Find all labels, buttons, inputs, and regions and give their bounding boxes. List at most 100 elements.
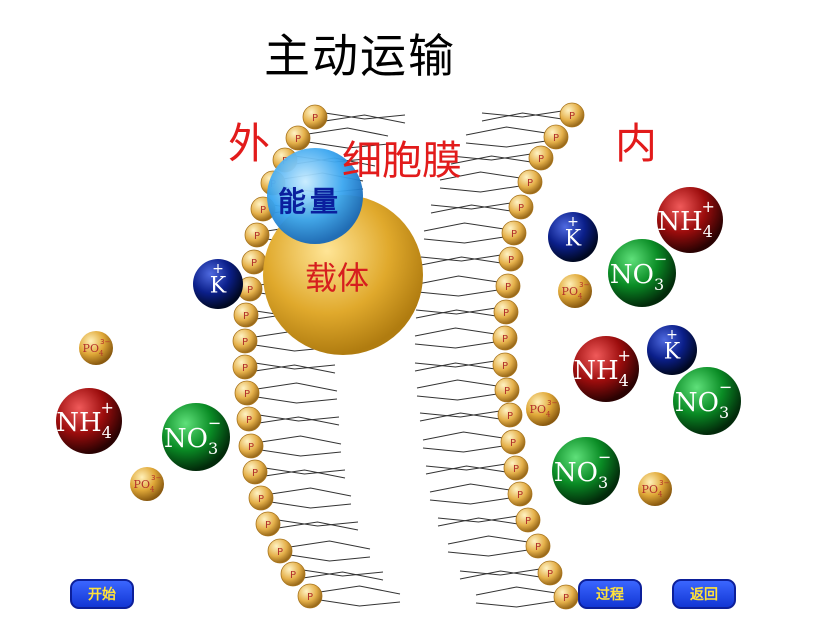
phosphate-head-label: P bbox=[511, 229, 517, 240]
ion-no3-charge: − bbox=[208, 414, 221, 433]
ion-k: K+ bbox=[193, 259, 243, 309]
lipid-tail bbox=[430, 204, 512, 214]
ion-no3: NO3− bbox=[673, 367, 741, 435]
lipid-tail bbox=[254, 364, 336, 374]
phosphate-head-label: P bbox=[295, 134, 301, 145]
phosphate-head: P bbox=[500, 429, 526, 455]
phosphate-head: P bbox=[244, 222, 270, 248]
ion-nh4: NH4+ bbox=[573, 336, 639, 402]
phosphate-head: P bbox=[495, 273, 521, 299]
lipid-tail bbox=[258, 414, 340, 422]
ion-no3-formula: NO3 bbox=[675, 388, 729, 422]
phosphate-head-label: P bbox=[290, 570, 296, 581]
lipid-tail bbox=[419, 412, 501, 422]
phosphate-head-label: P bbox=[553, 133, 559, 144]
phosphate-head: P bbox=[267, 538, 293, 564]
lipid-tail bbox=[260, 435, 342, 445]
carrier-label: 载体 bbox=[305, 259, 370, 297]
lipid-tail bbox=[439, 185, 521, 193]
lipid-tail bbox=[416, 379, 498, 389]
phosphate-head-label: P bbox=[502, 361, 508, 372]
ion-nh4-formula: NH4 bbox=[657, 207, 713, 241]
ion-no3-charge: − bbox=[654, 250, 667, 269]
back-button[interactable]: 返回 bbox=[672, 579, 736, 609]
lipid-tail bbox=[430, 202, 512, 210]
phosphate-head-label: P bbox=[547, 569, 553, 580]
ion-nh4: NH4+ bbox=[56, 388, 122, 454]
lipid-tail bbox=[423, 236, 505, 244]
phosphate-head-label: P bbox=[563, 593, 569, 604]
phosphate-head-label: P bbox=[508, 255, 514, 266]
ion-nh4-charge: + bbox=[100, 398, 113, 417]
ion-po4-charge: 3− bbox=[659, 479, 669, 487]
lipid-tail bbox=[319, 599, 401, 607]
lipid-tail bbox=[422, 445, 504, 453]
phosphate-head-label: P bbox=[252, 468, 258, 479]
lipid-tail bbox=[270, 501, 352, 509]
lipid-tail bbox=[447, 549, 529, 557]
ions: K+K+K+NO3−NO3−NO3−NO3−NH4+NH4+NH4+PO43−P… bbox=[56, 187, 741, 506]
lipid-tail bbox=[319, 585, 401, 595]
lipid-tail bbox=[419, 410, 501, 418]
ion-nh4-formula: NH4 bbox=[573, 356, 629, 390]
ion-po4-formula: PO4 bbox=[530, 403, 551, 418]
lipid-tail bbox=[425, 463, 507, 471]
lipid-tail bbox=[307, 127, 389, 137]
lipid-tail bbox=[437, 517, 519, 527]
phosphate-head-label: P bbox=[244, 389, 250, 400]
energy-sphere bbox=[267, 148, 363, 244]
phosphate-head-label: P bbox=[502, 334, 508, 345]
membrane-label: 细胞膜 bbox=[342, 138, 462, 184]
lipid-tail bbox=[475, 586, 557, 596]
lipid-tail bbox=[414, 362, 496, 372]
phosphate-head-label: P bbox=[569, 111, 575, 122]
ion-k: K+ bbox=[548, 212, 598, 262]
phosphate-head: P bbox=[232, 354, 258, 380]
lipid-tail bbox=[439, 171, 521, 181]
ion-nh4-charge: + bbox=[701, 197, 714, 216]
process-button[interactable]: 过程 bbox=[578, 579, 642, 609]
ion-k-charge: + bbox=[666, 327, 678, 343]
page-title: 主动运输 bbox=[264, 29, 456, 83]
phosphate-head: P bbox=[492, 325, 518, 351]
phosphate-head-label: P bbox=[277, 547, 283, 558]
ion-po4-charge: 3− bbox=[151, 474, 161, 482]
lipid-tail bbox=[414, 327, 496, 337]
phosphate-head: P bbox=[517, 169, 543, 195]
phosphate-head: P bbox=[242, 459, 268, 485]
ion-k: K+ bbox=[647, 325, 697, 375]
lipid-tail bbox=[450, 155, 532, 165]
lipid-tail bbox=[420, 254, 502, 262]
phosphate-heads: PPPPPPPPPPPPPPPPPPPPPPPPPPPPPPPPPPPPPPPP bbox=[232, 102, 585, 610]
lipid-tail bbox=[254, 362, 336, 370]
phosphate-head-label: P bbox=[518, 203, 524, 214]
lipid-tail bbox=[289, 554, 371, 562]
ion-no3-formula: NO3 bbox=[554, 458, 608, 492]
outside-label: 外 bbox=[228, 119, 271, 168]
ion-k-charge: + bbox=[212, 261, 224, 277]
lipid-tail bbox=[437, 515, 519, 523]
lipid-tail bbox=[256, 396, 338, 404]
phosphate-head: P bbox=[498, 246, 524, 272]
phosphate-head-label: P bbox=[507, 411, 513, 422]
phosphate-head: P bbox=[525, 533, 551, 559]
phosphate-head: P bbox=[543, 124, 569, 150]
lipid-tail bbox=[465, 126, 547, 136]
phosphate-head: P bbox=[236, 406, 262, 432]
phosphate-head-label: P bbox=[254, 231, 260, 242]
lipid-tail bbox=[260, 449, 342, 457]
start-button[interactable]: 开始 bbox=[70, 579, 134, 609]
lipid-tail bbox=[465, 140, 547, 148]
phosphate-head: P bbox=[553, 584, 579, 610]
ion-po4-charge: 3− bbox=[547, 399, 557, 407]
phosphate-head: P bbox=[302, 104, 328, 130]
phosphate-head-label: P bbox=[517, 490, 523, 501]
lipid-tail bbox=[415, 309, 497, 319]
ion-nh4: NH4+ bbox=[657, 187, 723, 253]
phosphate-head-label: P bbox=[247, 285, 253, 296]
lipid-tail bbox=[450, 153, 532, 161]
phosphate-head: P bbox=[508, 194, 534, 220]
